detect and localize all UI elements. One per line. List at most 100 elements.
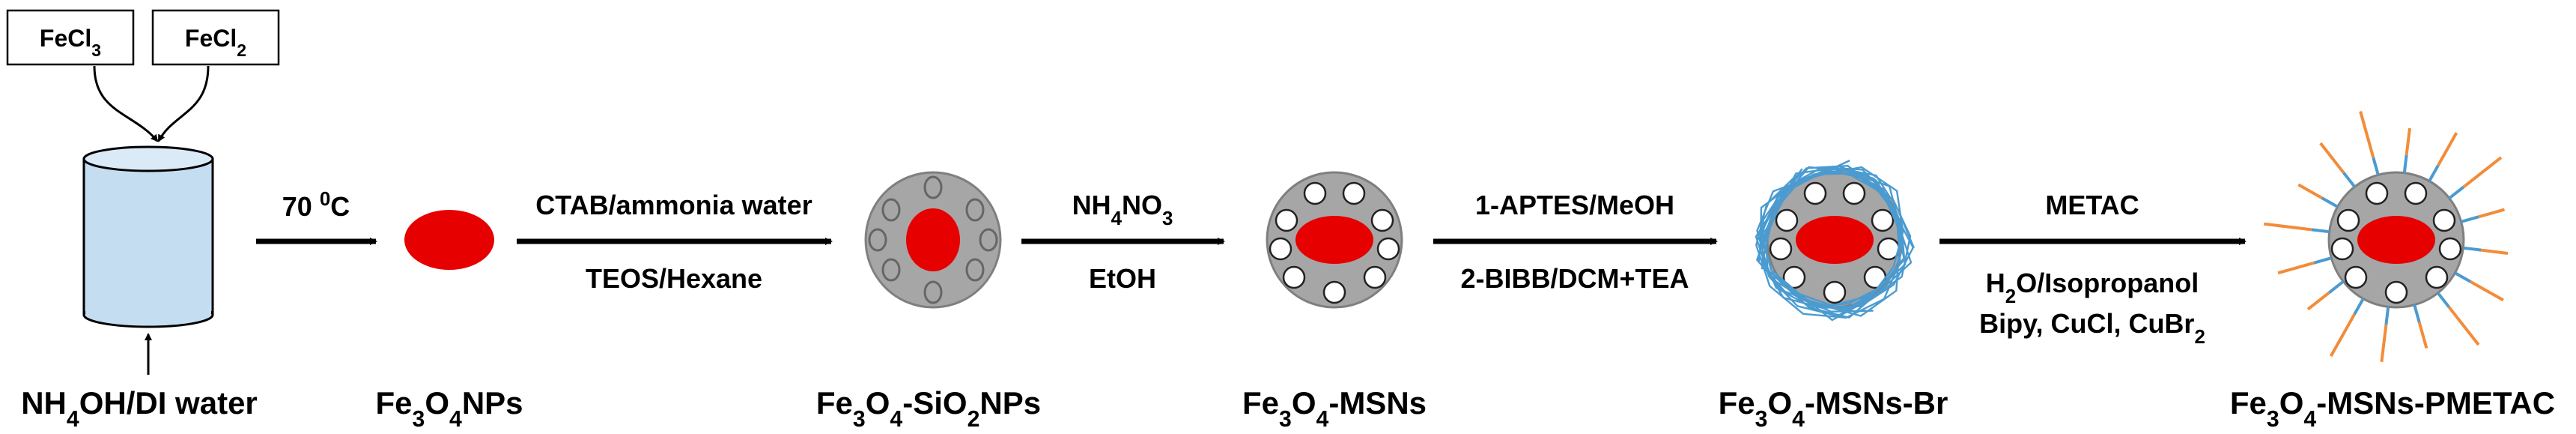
pore — [1303, 181, 1327, 205]
anchor-segment — [2437, 292, 2450, 308]
magnetite-core — [906, 208, 960, 271]
anchor-segment — [2311, 228, 2330, 234]
particle-fe3o4-sio2 — [864, 171, 1002, 309]
reagent-box-fecl2: FeCl2 — [151, 9, 280, 66]
pore — [2425, 265, 2449, 289]
pore — [1842, 181, 1866, 205]
label-fe3o4-sio2-nps: Fe3O4-SiO2NPs — [816, 385, 1041, 432]
feed-arrow-left — [93, 65, 159, 142]
reagent-box-fecl3: FeCl3 — [6, 9, 135, 66]
polymer-brush — [2319, 142, 2345, 174]
polymer-brush — [2277, 261, 2315, 275]
pore — [1342, 181, 1366, 205]
step5-condition-below-2: Bipy, CuCl, CuBr2 — [1979, 308, 2205, 348]
anchor-segment — [2448, 186, 2464, 199]
step4-condition-below: 2-BIBB/DCM+TEA — [1460, 263, 1689, 294]
label-fe3o4-msns-br: Fe3O4-MSNs-Br — [1719, 385, 1948, 432]
polymer-brush — [2264, 222, 2312, 232]
pore — [2330, 237, 2354, 261]
polymer-brush — [2447, 306, 2480, 346]
polymer-brush — [2437, 132, 2458, 166]
pore — [1322, 280, 1346, 304]
step3-condition-below: EtOH — [1089, 263, 1156, 294]
label-nh4oh: NH4OH/DI water — [21, 385, 258, 432]
anchor-segment — [2454, 271, 2472, 283]
pore — [2404, 181, 2428, 205]
feed-arrow-right — [157, 65, 210, 142]
anchor-segment — [2353, 298, 2365, 316]
pore — [2336, 208, 2360, 232]
anchor-segment — [2328, 280, 2345, 294]
magnetite-core — [404, 210, 494, 270]
anchor-segment — [2342, 172, 2356, 188]
polymer-brush — [2359, 111, 2375, 158]
step3-condition-above: NH4NO3 — [1072, 190, 1173, 229]
pore — [2365, 181, 2389, 205]
step4-condition-above: 1-APTES/MeOH — [1475, 190, 1674, 220]
pore-outline — [881, 198, 901, 222]
pore — [2384, 280, 2408, 304]
magnetite-core — [1796, 216, 1874, 264]
reagent-fecl2-text: FeCl2 — [185, 25, 246, 60]
polymer-brush — [2462, 156, 2503, 189]
label-fe3o4-msns: Fe3O4-MSNs — [1242, 385, 1427, 432]
pore — [1370, 208, 1394, 232]
pore — [1769, 237, 1793, 261]
pore-outline — [965, 198, 985, 222]
anchor-segment — [2402, 154, 2408, 173]
polymer-brush — [2405, 127, 2411, 156]
pore — [1823, 280, 1847, 304]
initiator-chain — [1762, 166, 1916, 312]
initiator-chain — [1755, 172, 1901, 319]
polymer-brush — [2478, 208, 2506, 219]
pore — [1871, 208, 1895, 232]
pore — [1269, 237, 1292, 261]
polymer-brush — [2306, 291, 2330, 311]
pore — [1363, 265, 1387, 289]
label-fe3o4-msns-pmetac: Fe3O4-MSNs-PMETAC — [2230, 385, 2555, 432]
anchor-segment — [2413, 304, 2421, 323]
polymer-brush — [2480, 248, 2509, 255]
anchor-segment — [2372, 157, 2380, 175]
particle-fe3o4-msn — [1266, 171, 1403, 309]
beaker — [82, 145, 214, 328]
step5-condition-below-1: H2O/Isopropanol — [1986, 268, 2199, 307]
step1-condition: 70 0C — [282, 189, 350, 222]
particle-fe3o4-np — [404, 210, 494, 270]
polymer-brush — [2470, 280, 2504, 302]
step5-condition-above: METAC — [2045, 190, 2139, 220]
pore — [1803, 181, 1827, 205]
anchor-segment — [2321, 196, 2339, 208]
anchor-segment — [2384, 307, 2390, 325]
pore — [1376, 237, 1400, 261]
anchor-segment — [2428, 164, 2440, 182]
magnetite-core — [1295, 216, 1373, 264]
pore-outline — [979, 228, 998, 252]
polymer-brush — [2417, 322, 2428, 349]
pore — [1282, 265, 1306, 289]
reagent-fecl3-text: FeCl3 — [40, 25, 101, 60]
pore-outline — [965, 258, 985, 282]
anchor-segment — [2463, 246, 2482, 252]
pore-outline — [881, 258, 901, 282]
label-fe3o4-nps: Fe3O4NPs — [375, 385, 523, 432]
particle-fe3o4-msn-br — [1755, 160, 1916, 322]
polymer-brush — [2380, 324, 2388, 363]
polymer-brush — [2297, 183, 2323, 199]
pore — [1275, 208, 1298, 232]
step2-condition-above: CTAB/ammonia water — [535, 190, 812, 220]
step2-condition-below: TEOS/Hexane — [586, 263, 762, 294]
anchor-segment — [2461, 215, 2479, 223]
pore-outline — [923, 175, 943, 199]
magnetite-core — [2357, 216, 2435, 264]
polymer-brush — [2329, 313, 2356, 358]
particle-fe3o4-msn-pmetac — [2264, 111, 2509, 363]
pore — [1775, 208, 1799, 232]
pore — [2432, 208, 2456, 232]
pore — [1782, 265, 1806, 289]
pore-outline — [868, 228, 887, 252]
pore — [2438, 237, 2462, 261]
pore — [2344, 265, 2368, 289]
anchor-segment — [2313, 256, 2332, 265]
